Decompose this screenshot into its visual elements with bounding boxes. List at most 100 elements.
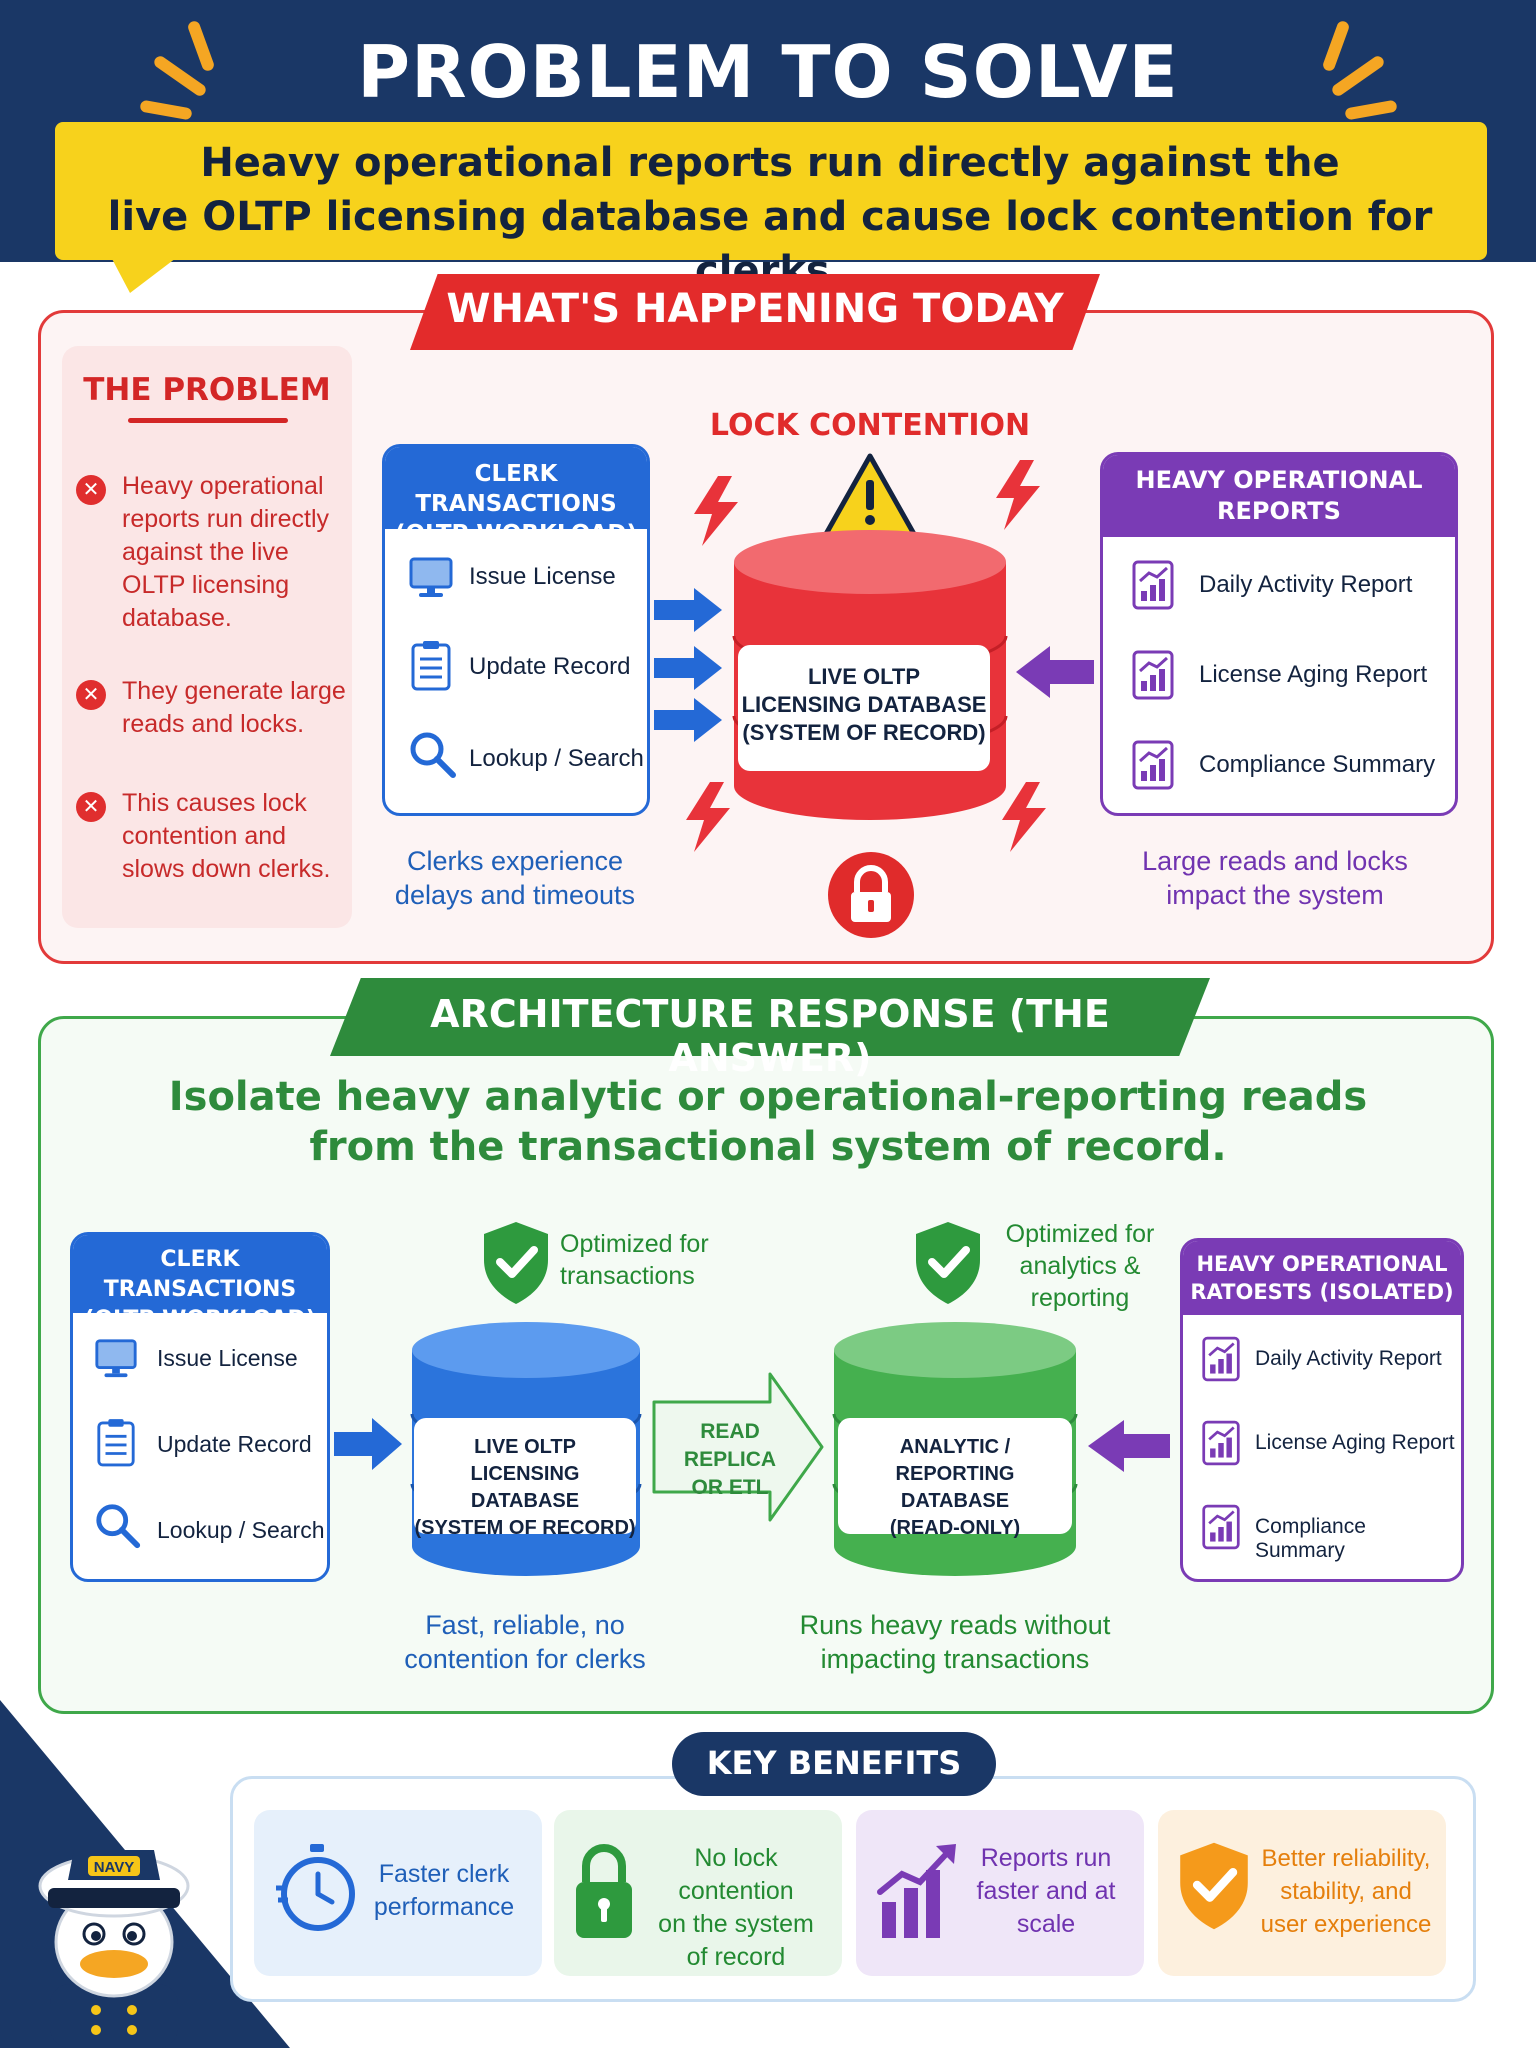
benefit-line: stability, and (1280, 1878, 1412, 1905)
clerk-transactions-panel: CLERK TRANSACTIONS (OLTP WORKLOAD) Issue… (70, 1232, 330, 1582)
problem-statement-box (55, 122, 1487, 260)
arrow-left-icon (1088, 1420, 1170, 1472)
clerk-item: Lookup / Search (157, 1517, 325, 1543)
oltp-caption: Fast, reliable, no contention for clerks (380, 1608, 670, 1676)
benefit-line: of record (686, 1943, 786, 1971)
panel-header: HEAVY OPERATIONAL RATOESTS (ISOLATED) (1183, 1241, 1461, 1315)
answer-banner-text: ARCHITECTURE RESPONSE (THE ANSWER) (430, 992, 1110, 1080)
problem-line: database. (122, 604, 232, 632)
benefit-line: faster and at (976, 1877, 1116, 1905)
arrow-right-icon (654, 588, 722, 632)
shield-check-icon (916, 1222, 980, 1304)
panel-header: HEAVY OPERATIONAL REPORTS (1103, 455, 1455, 537)
panel-header: CLERK TRANSACTIONS (OLTP WORKLOAD) (385, 447, 647, 547)
benefit-card: Faster clerk performance (254, 1810, 542, 1976)
monitor-icon (95, 1339, 137, 1378)
report-item: Compliance Summary (1255, 1515, 1366, 1562)
db-label-line: (SYSTEM OF RECORD) (742, 720, 986, 745)
caption-line: Fast, reliable, no (425, 1610, 625, 1640)
note-line: analytics & (1019, 1252, 1141, 1280)
panel-title-line: RATOESTS (ISOLATED) (1190, 1280, 1454, 1304)
panel-title-line: CLERK TRANSACTIONS (415, 461, 617, 517)
problem-line: contention and (122, 822, 287, 850)
benefit-line: user experience (1260, 1911, 1432, 1938)
caption-line: Runs heavy reads without (799, 1610, 1111, 1640)
clerk-item: Update Record (469, 653, 631, 680)
benefits-title-pill (672, 1732, 996, 1796)
statement-line: Heavy operational reports run directly a… (200, 140, 1340, 186)
speech-tail (110, 255, 180, 293)
caption-line: contention for clerks (404, 1644, 646, 1674)
heavy-reports-panel: HEAVY OPERATIONAL REPORTS Daily Activity… (1100, 452, 1458, 816)
stopwatch-icon (276, 1844, 355, 1931)
problem-line: Heavy operational (122, 472, 324, 500)
growth-chart-icon (877, 1844, 956, 1938)
benefit-card: No lock contention on the system of reco… (554, 1810, 842, 1976)
report-chart-icon (1202, 1336, 1240, 1382)
clerk-item: Lookup / Search (469, 745, 644, 772)
report-item: License Aging Report (1255, 1431, 1455, 1454)
shield-check-icon (484, 1222, 548, 1304)
db-label-line: ANALYTIC / REPORTING (895, 1436, 1015, 1485)
oltp-database-label: LIVE OLTP LICENSING DATABASE (SYSTEM OF … (738, 645, 990, 771)
db-label-line: LIVE OLTP (474, 1436, 576, 1458)
caption-line: Clerks experience (406, 846, 624, 876)
clipboard-icon (411, 641, 451, 691)
error-x-icon: ✕ (76, 680, 106, 710)
panel-title-line: HEAVY OPERATIONAL (1196, 1252, 1448, 1276)
error-x-icon: ✕ (76, 792, 106, 822)
problem-item: They generate large reads and locks. (122, 675, 352, 741)
problem-panel (62, 346, 352, 928)
clipboard-icon (97, 1419, 135, 1467)
benefit-line: No lock contention (678, 1844, 794, 1905)
lightning-icon (996, 460, 1040, 530)
problem-line: OLTP licensing (122, 571, 290, 599)
lock-contention-label: LOCK CONTENTION (709, 408, 1031, 443)
report-chart-icon (1132, 740, 1174, 790)
benefit-text: Reports run faster and at scale (956, 1842, 1136, 1941)
monitor-icon (409, 557, 453, 597)
caption-line: delays and timeouts (394, 880, 636, 910)
report-chart-icon (1202, 1504, 1240, 1550)
today-banner-text: WHAT'S HAPPENING TODAY (446, 286, 1064, 332)
lock-icon (576, 1844, 632, 1938)
report-chart-icon (1132, 650, 1174, 700)
lightning-icon (686, 782, 730, 852)
lock-icon (828, 852, 914, 938)
panel-title-line: REPORTS (1217, 497, 1341, 525)
problem-underline (128, 418, 288, 423)
problem-item: This causes lock contention and slows do… (122, 787, 352, 886)
replica-label-line: READ REPLICA (683, 1420, 777, 1471)
panel-header: CLERK TRANSACTIONS (OLTP WORKLOAD) (73, 1235, 327, 1332)
arrow-right-icon (334, 1418, 402, 1470)
today-banner (410, 274, 1100, 350)
benefits-title: KEY BENEFITS (706, 1744, 962, 1782)
problem-title: THE PROBLEM (83, 372, 331, 408)
benefit-line: performance (373, 1893, 515, 1921)
problem-line: reads and locks. (122, 710, 305, 738)
clerk-item: Update Record (157, 1431, 312, 1457)
report-chart-icon (1202, 1420, 1240, 1466)
benefit-line: on the system (658, 1910, 814, 1938)
analytic-note: Optimized for analytics & reporting (990, 1218, 1170, 1314)
clerk-item: Issue License (469, 563, 616, 590)
benefit-card: Reports run faster and at scale (856, 1810, 1144, 1976)
clerk-item: Issue License (157, 1345, 298, 1371)
problem-line: This causes lock (122, 789, 307, 817)
replica-label-line: OR ETL (691, 1476, 769, 1499)
panel-title-line: CLERK TRANSACTIONS (103, 1247, 297, 1302)
search-icon (96, 1504, 141, 1549)
headline-line: from the transactional system of record. (309, 1124, 1227, 1170)
panel-title-line: (OLTP WORKLOAD) (394, 521, 638, 547)
db-label-line: (SYSTEM OF RECORD) (414, 1517, 636, 1539)
panel-title-line: (OLTP WORKLOAD) (84, 1307, 316, 1332)
replica-label: READ REPLICA OR ETL (652, 1418, 808, 1502)
oltp-note: Optimized for transactions (560, 1228, 760, 1292)
answer-banner (330, 978, 1210, 1056)
arrow-right-icon (654, 646, 722, 690)
caption-line: Large reads and locks (1142, 846, 1408, 876)
benefit-line: Reports run (980, 1844, 1112, 1872)
caption-line: impacting transactions (820, 1644, 1090, 1674)
note-line: transactions (560, 1262, 695, 1290)
db-label-line: (READ-ONLY) (889, 1517, 1021, 1539)
